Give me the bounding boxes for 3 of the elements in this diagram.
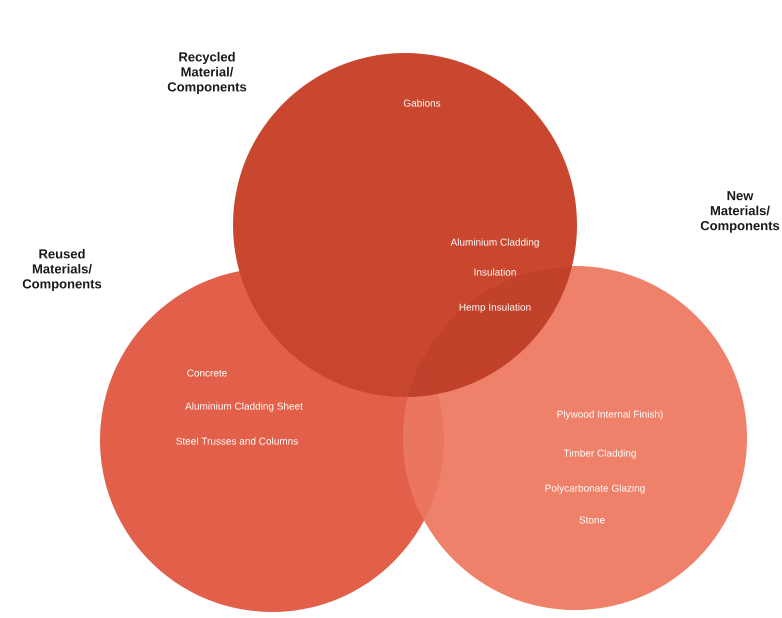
circle-heading: New Materials/ Components [700,191,780,233]
circle-heading: Recycled Material/ Components [168,52,246,94]
circle-heading: Reused Materials/ Components [22,248,102,292]
